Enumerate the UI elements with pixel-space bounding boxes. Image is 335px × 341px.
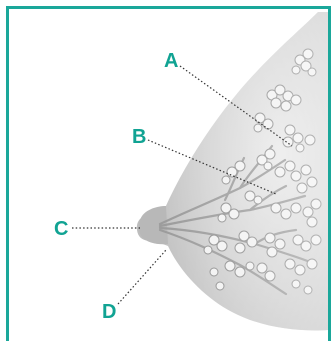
leader-line-d <box>118 250 166 304</box>
label-a: A <box>164 50 178 72</box>
label-b: B <box>132 126 146 148</box>
label-d: D <box>102 301 116 323</box>
tissue-highlight <box>165 12 328 330</box>
label-c: C <box>54 218 68 240</box>
